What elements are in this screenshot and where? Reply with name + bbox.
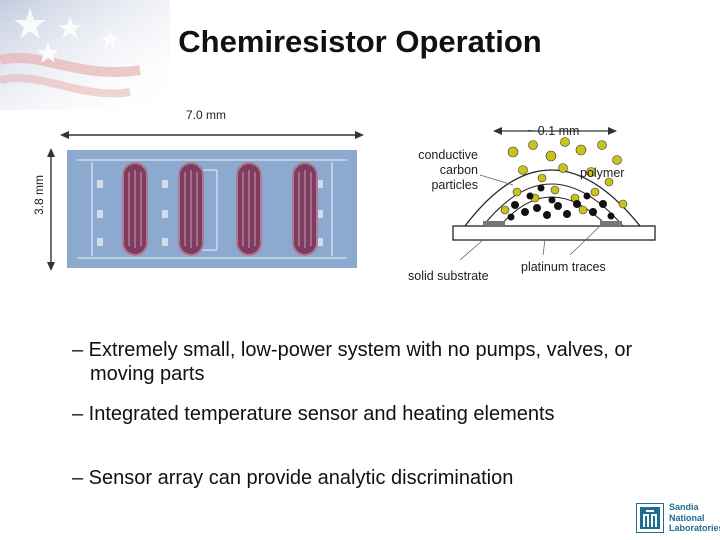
width-dimension-arrow (60, 131, 364, 139)
slide-title: Chemiresistor Operation (178, 24, 542, 59)
logo-line-2: National (669, 512, 705, 523)
logo-text: Sandia National Laboratories (669, 502, 720, 534)
sensor-chip-photo (67, 150, 357, 268)
bullet-item: – Extremely small, low-power system with… (72, 339, 633, 385)
polymer-label: polymer (580, 166, 625, 180)
height-dimension-arrow (47, 148, 55, 271)
bullet-item: – Integrated temperature sensor and heat… (72, 403, 555, 425)
width-dimension-label: 7.0 mm (185, 108, 226, 122)
sandia-logo-icon (636, 503, 664, 533)
logo-line-3: Laboratories (669, 523, 720, 533)
conductive-particles-label: conductive carbon particles (418, 148, 478, 192)
bullet-item: – Sensor array can provide analytic disc… (72, 467, 514, 489)
logo-line-1: Sandia (669, 502, 699, 512)
substrate-label: solid substrate (408, 269, 489, 283)
scale-label: ~ 0.1 mm (527, 124, 580, 138)
sensor-cross-section-diagram (452, 127, 656, 261)
flag-decoration (0, 0, 170, 110)
platinum-traces-label: platinum traces (521, 260, 606, 274)
